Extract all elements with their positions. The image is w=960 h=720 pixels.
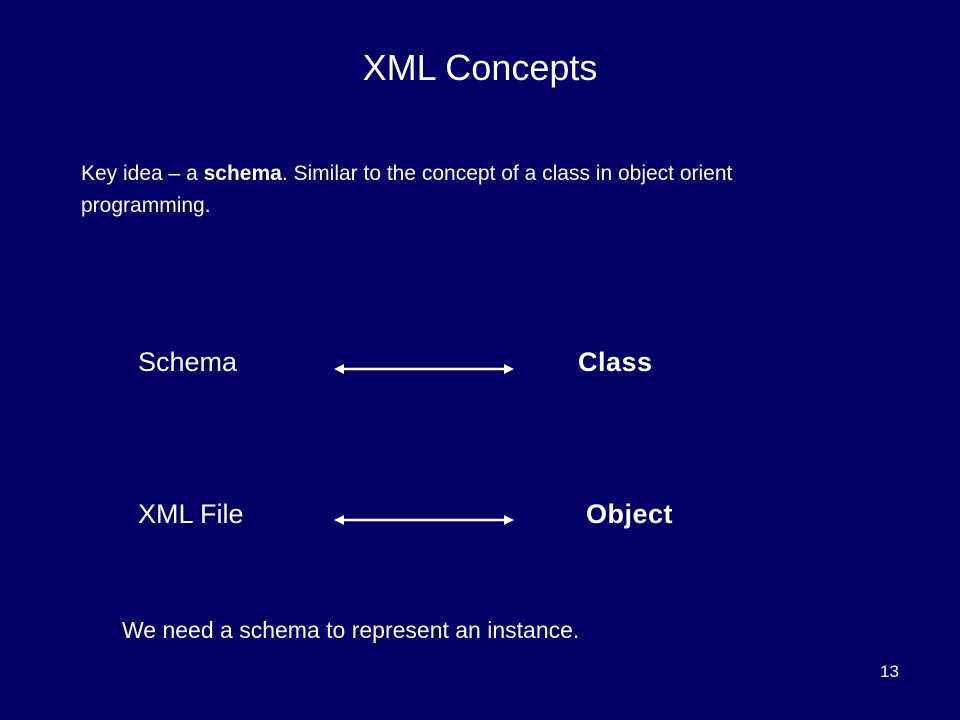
page-number: 13 — [880, 662, 899, 681]
intro-text-end: . Similar to the concept of a class in o… — [81, 162, 733, 217]
slide-title: XML Concepts — [362, 47, 598, 88]
pair-right-class: Class — [578, 347, 653, 377]
intro-text-start: Key idea – a — [81, 162, 204, 185]
double-arrow-icon — [334, 513, 514, 527]
pair-right-object: Object — [586, 499, 674, 529]
pair-left-xml-file: XML File — [138, 499, 244, 529]
conclusion-text: We need a schema to represent an instanc… — [122, 617, 580, 643]
double-arrow-icon — [334, 362, 514, 376]
intro-paragraph: Key idea – a schema. Similar to the conc… — [81, 158, 801, 222]
pair-left-schema: Schema — [138, 347, 238, 377]
intro-emphasis: schema — [203, 162, 282, 185]
